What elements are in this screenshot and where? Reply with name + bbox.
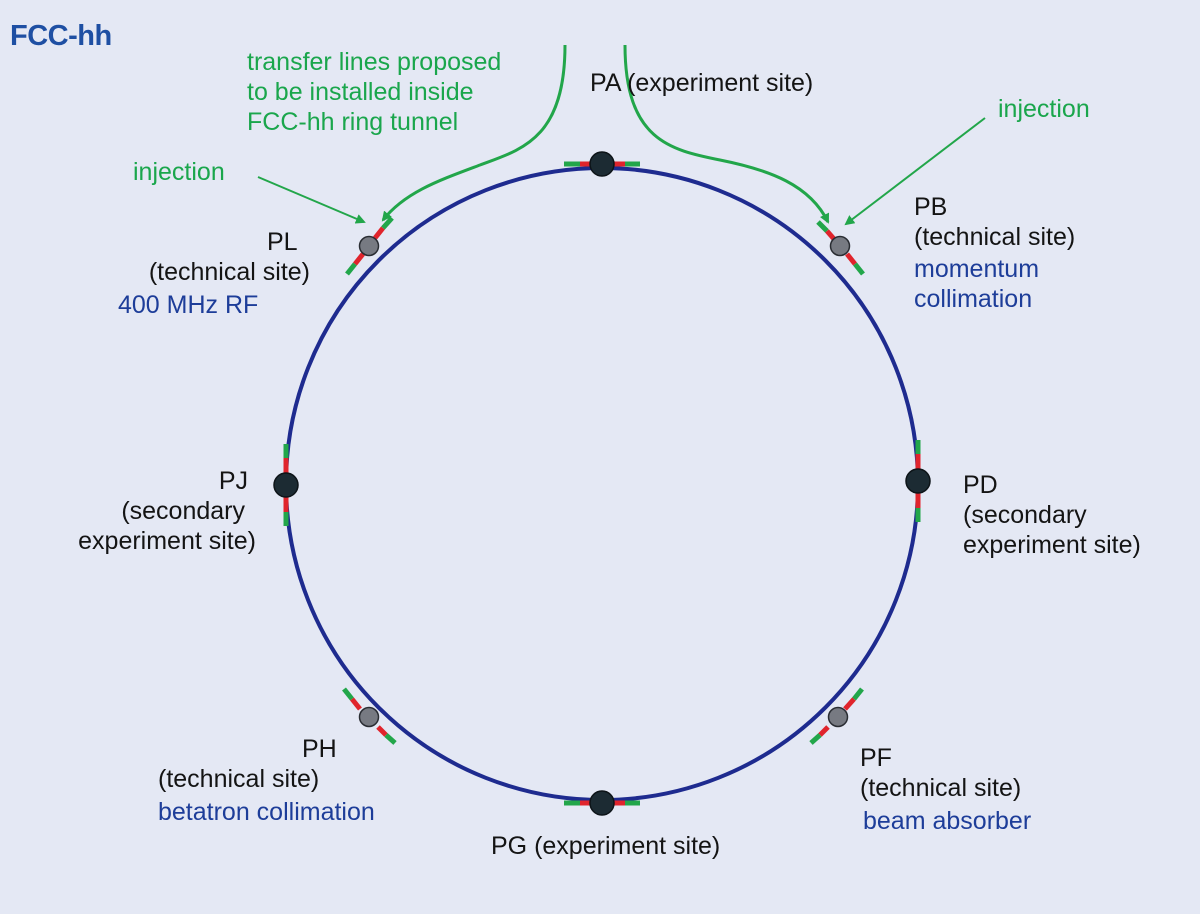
site-desc-pb: (technical site) [914, 223, 1076, 251]
site-desc-pg: (experiment site) [534, 832, 721, 860]
site-label-pd: PD (secondary experiment site) [963, 470, 1141, 560]
site-desc-pf: (technical site) [860, 774, 1022, 802]
straight-section-pf-red-1 [843, 697, 856, 711]
straight-section-pb-red-2 [845, 252, 857, 266]
straight-section-pb-red-1 [825, 229, 836, 241]
site-label-pa: PA (experiment site) [590, 68, 813, 98]
site-desc-pj-line-2: experiment site) [78, 527, 256, 555]
site-label-pg: PG (experiment site) [491, 831, 720, 861]
injection-label-right: injection [998, 95, 1090, 123]
site-label-pl: PL (technical site) 400 MHz RF [118, 227, 310, 320]
straight-section-ph-red-2 [376, 725, 388, 737]
transfer-lines-note: transfer lines proposed to be installed … [247, 47, 501, 137]
site-marker-pd [905, 468, 931, 494]
site-name-pg: PG [491, 832, 528, 860]
site-marker-pl [358, 235, 380, 257]
site-name-pl: PL [267, 228, 298, 256]
straight-section-ph-green-1 [342, 687, 354, 701]
transfer-line-left [381, 44, 567, 222]
transfer-lines [381, 44, 830, 224]
site-label-pf: PF (technical site) beam absorber [860, 743, 1031, 836]
site-marker-ph [358, 706, 380, 728]
straight-section-pb-green-2 [853, 262, 865, 276]
straight-section-pl-red-1 [373, 226, 385, 240]
site-name-pb: PB [914, 193, 948, 221]
transfer-lines-note-line-2: to be installed inside [247, 78, 474, 106]
site-name-pf: PF [860, 744, 892, 772]
injection-label-left: injection [133, 158, 225, 186]
site-desc-pd-line-2: experiment site) [963, 531, 1141, 559]
site-marker-pf [827, 706, 849, 728]
site-label-ph: PH (technical site) betatron collimation [158, 734, 375, 827]
site-name-pd: PD [963, 471, 998, 499]
collider-ring [284, 166, 920, 802]
site-function-pf: beam absorber [863, 807, 1032, 835]
site-function-pb-line-1: momentum [914, 255, 1040, 283]
site-desc-ph: (technical site) [158, 765, 320, 793]
transfer-lines-note-line-1: transfer lines proposed [247, 48, 502, 76]
straight-section-pf-green-2 [809, 733, 822, 745]
straight-section-pf-green-1 [852, 687, 864, 701]
straight-section-pl-red-2 [353, 252, 365, 266]
injection-arrows [257, 117, 986, 226]
site-desc-pa: (experiment site) [627, 69, 814, 97]
site-desc-pl: (technical site) [148, 258, 310, 286]
site-marker-pa [589, 151, 615, 177]
site-label-pb: PB (technical site) momentum collimation [914, 192, 1075, 314]
diagram-title: FCC-hh [10, 20, 112, 52]
site-name-ph: PH [302, 735, 337, 763]
straight-section-ph-red-1 [350, 697, 362, 711]
site-function-pl: 400 MHz RF [118, 291, 259, 319]
injection-arrow-left [257, 176, 366, 224]
straight-section-pl-green-2 [345, 262, 357, 276]
site-name-pj: PJ [218, 467, 248, 495]
site-label-pj: PJ (secondary experiment site) [44, 466, 256, 556]
transfer-line-right [623, 44, 830, 224]
straight-section-pb-green-1 [816, 220, 829, 233]
site-marker-pg [589, 790, 615, 816]
straight-section-ph-green-2 [384, 733, 397, 745]
straight-section-pf-red-2 [818, 725, 830, 737]
site-function-pb-line-2: collimation [914, 285, 1033, 313]
site-marker-pj [273, 472, 299, 498]
site-name-pa: PA [590, 69, 621, 97]
site-marker-pb [829, 235, 851, 257]
injection-arrow-right [844, 117, 986, 226]
site-desc-pj-line-1: (secondary [121, 497, 245, 525]
site-function-ph: betatron collimation [158, 798, 375, 826]
site-desc-pd-line-1: (secondary [963, 501, 1087, 529]
transfer-lines-note-line-3: FCC-hh ring tunnel [247, 108, 459, 136]
site-markers [273, 151, 931, 816]
